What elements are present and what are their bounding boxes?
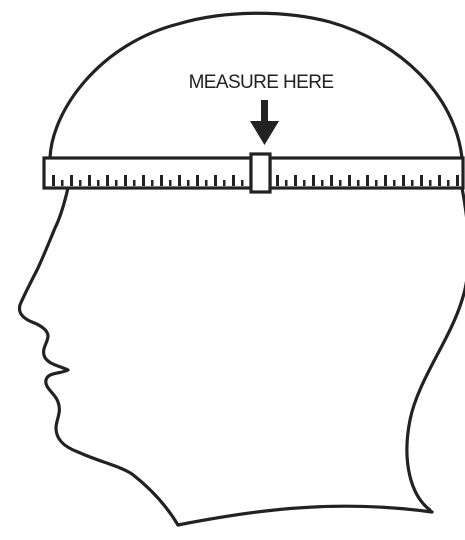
tape-major-tick	[348, 175, 351, 186]
tape-minor-tick	[285, 180, 288, 186]
tape-minor-tick	[375, 180, 378, 186]
tape-major-tick	[312, 175, 315, 186]
tape-major-tick	[88, 175, 91, 186]
tape-major-tick	[384, 175, 387, 186]
tape-major-tick	[232, 175, 235, 186]
tape-minor-tick	[357, 180, 360, 186]
tape-minor-tick	[303, 180, 306, 186]
tape-minor-tick	[187, 180, 190, 186]
tape-minor-tick	[429, 180, 432, 186]
tape-major-tick	[196, 175, 199, 186]
tape-major-tick	[106, 175, 109, 186]
tape-minor-tick	[223, 180, 226, 186]
tape-major-tick	[402, 175, 405, 186]
tape-band-left	[44, 158, 251, 188]
tape-minor-tick	[393, 180, 396, 186]
tape-major-tick	[124, 175, 127, 186]
tape-major-tick	[366, 175, 369, 186]
tape-major-tick	[456, 175, 459, 186]
tape-minor-tick	[321, 180, 324, 186]
tape-minor-tick	[411, 180, 414, 186]
tape-major-tick	[420, 175, 423, 186]
tape-major-tick	[294, 175, 297, 186]
tape-major-tick	[160, 175, 163, 186]
measuring-tape-icon	[44, 154, 463, 192]
tape-major-tick	[276, 175, 279, 186]
tape-minor-tick	[79, 180, 82, 186]
tape-minor-tick	[115, 180, 118, 186]
tape-minor-tick	[447, 180, 450, 186]
tape-minor-tick	[97, 180, 100, 186]
head-back-outline	[407, 188, 465, 510]
tape-major-tick	[214, 175, 217, 186]
shoulder-outline	[178, 506, 432, 525]
arrow-down-icon	[250, 100, 279, 145]
tape-minor-tick	[151, 180, 154, 186]
face-profile-outline	[20, 188, 179, 525]
tape-major-tick	[70, 175, 73, 186]
tape-major-tick	[142, 175, 145, 186]
tape-minor-tick	[133, 180, 136, 186]
tape-minor-tick	[169, 180, 172, 186]
tape-major-tick	[178, 175, 181, 186]
tape-major-tick	[330, 175, 333, 186]
tape-major-tick	[438, 175, 441, 186]
tape-minor-tick	[205, 180, 208, 186]
measure-here-label: MEASURE HERE	[131, 72, 391, 94]
tape-minor-tick	[339, 180, 342, 186]
tape-minor-tick	[241, 180, 244, 186]
tape-minor-tick	[61, 180, 64, 186]
tape-center-marker	[251, 154, 270, 192]
tape-major-tick	[52, 175, 55, 186]
